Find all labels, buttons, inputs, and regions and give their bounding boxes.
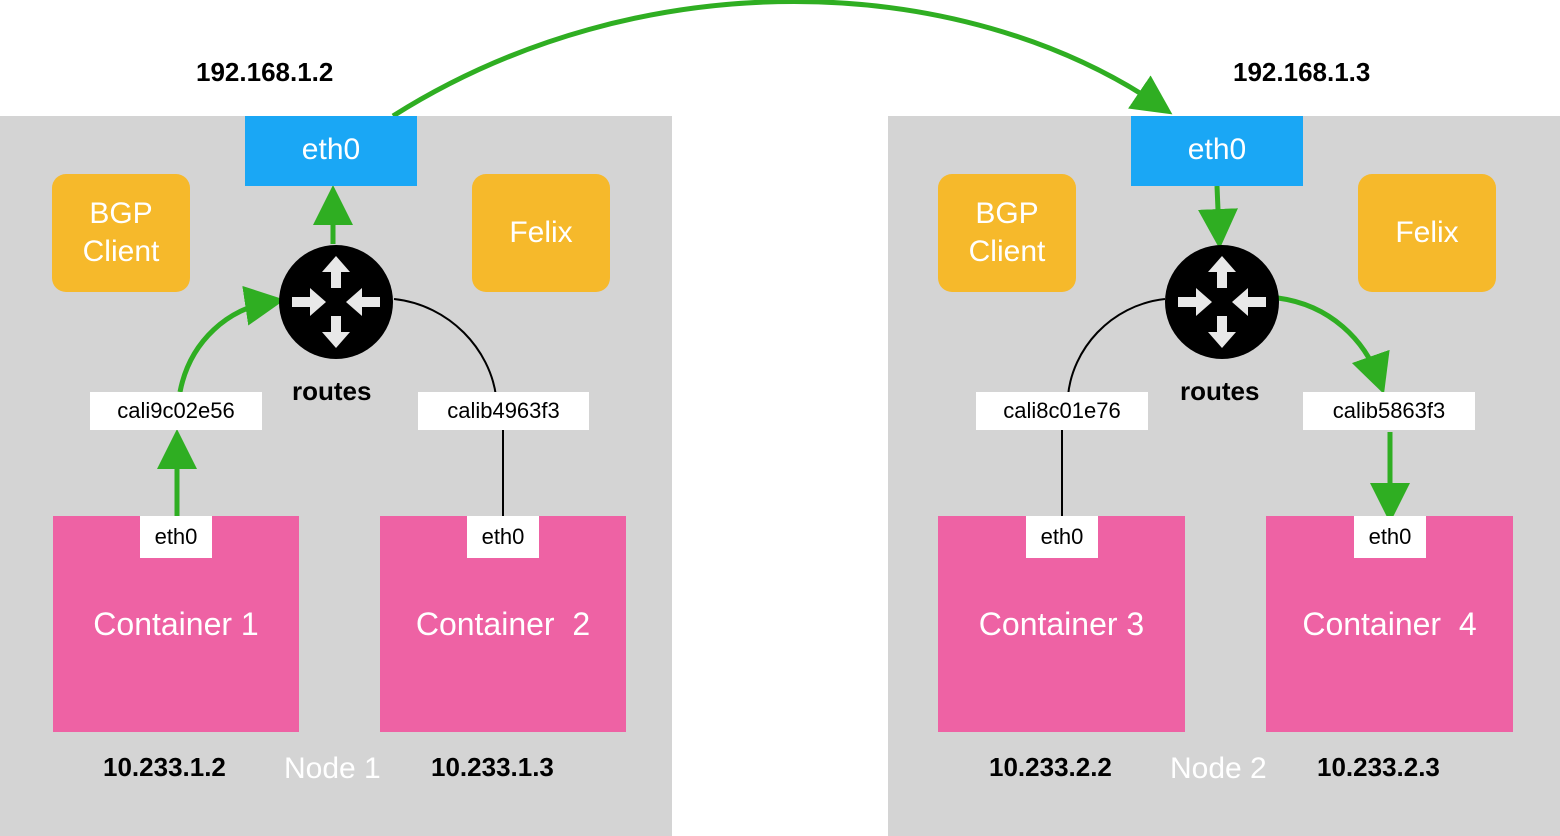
node2-host-eth0: eth0: [1131, 116, 1303, 186]
router-icon: [1165, 245, 1279, 359]
container1-ip: 10.233.1.2: [103, 752, 226, 782]
node1-routes-label: routes: [292, 376, 372, 406]
node2-veth-b: calib5863f3: [1303, 392, 1475, 430]
container1-label: Container 1: [93, 606, 259, 642]
node1-veth-b: calib4963f3: [418, 392, 589, 430]
path-router2-to-veth: [1277, 295, 1390, 395]
container-2: eth0 Container 2: [380, 516, 626, 732]
node1-label: Node 1: [284, 752, 381, 785]
container4-label: Container 4: [1302, 606, 1477, 642]
container2-eth0: eth0: [467, 516, 539, 558]
container-4: eth0 Container 4: [1266, 516, 1513, 732]
container4-ip: 10.233.2.3: [1317, 752, 1440, 782]
link-router2-cali8c01e76: [1067, 298, 1166, 397]
host-ip-node2: 192.168.1.3: [1233, 57, 1371, 87]
container-1: eth0 Container 1: [53, 516, 299, 732]
path-veth-to-router1: [177, 285, 285, 393]
container3-label: Container 3: [978, 606, 1145, 642]
node2-veth-a: cali8c01e76: [976, 392, 1148, 430]
path-node1-to-node2: [391, 0, 1173, 119]
container3-ip: 10.233.2.2: [989, 752, 1112, 782]
container2-ip: 10.233.1.3: [431, 752, 554, 782]
container1-eth0: eth0: [140, 516, 212, 558]
host-ip-node1: 192.168.1.2: [196, 57, 334, 87]
node2-bgp-client: BGP Client: [938, 174, 1076, 292]
container-3: eth0 Container 3: [938, 516, 1185, 732]
container4-eth0: eth0: [1354, 516, 1426, 558]
node1-veth-a: cali9c02e56: [90, 392, 262, 430]
node1-felix: Felix: [472, 174, 610, 292]
container2-label: Container 2: [415, 606, 591, 642]
node2-routes-label: routes: [1180, 376, 1260, 406]
container3-eth0: eth0: [1026, 516, 1098, 558]
node1-host-eth0: eth0: [245, 116, 417, 186]
node2-felix: Felix: [1358, 174, 1496, 292]
link-router1-calib4963f3: [393, 298, 497, 397]
router-icon: [279, 245, 393, 359]
path-eth0-to-router2: [1197, 185, 1238, 249]
node2-label: Node 2: [1170, 752, 1267, 785]
node1-bgp-client: BGP Client: [52, 174, 190, 292]
